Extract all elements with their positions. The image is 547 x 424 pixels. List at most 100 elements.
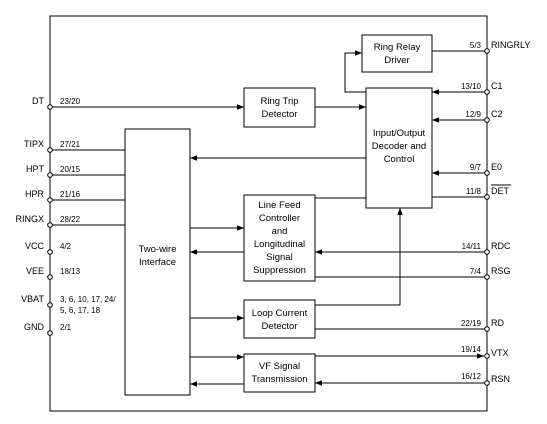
pin-e0: 9/7 E0 [470,162,502,176]
ring-trip-line-1: Ring Trip [260,96,298,107]
io-decoder-line-1: Input/Output [373,128,426,139]
ring-relay-line-1: Ring Relay [374,42,421,53]
pin-vcc-number: 4/2 [60,242,72,251]
right-pins: 5/3 RINGRLY 13/10 C1 12/9 C2 9/7 E0 11/8… [461,40,530,386]
svg-text:VF Signal: VF Signal [259,361,300,372]
pin-vtx-number: 19/14 [461,345,482,354]
pin-vcc-label: VCC [25,241,45,251]
pin-dt-label: DT [32,96,44,106]
vf-signal-line-2: Transmission [251,374,307,385]
pin-ringrly-number: 5/3 [470,41,482,50]
pin-e0-number: 9/7 [470,163,482,172]
pin-vbat-number-line-2: 5, 6, 17, 18 [60,306,101,315]
pin-hpt-number: 20/15 [60,165,81,174]
pin-rsg-terminal [484,274,490,280]
pin-rsg-label: RSG [491,266,511,276]
pin-e0-label: E0 [491,162,502,172]
pin-det-terminal [484,194,490,200]
pin-vee-number: 18/13 [60,267,81,276]
pin-e0-terminal [484,170,490,176]
pin-rd-label: RD [491,318,504,328]
pin-hpr-label: HPR [25,189,45,199]
pin-det-label: DET [491,186,510,196]
pin-rsn-terminal [484,380,490,386]
pin-gnd-label: GND [24,322,45,332]
pin-vee-terminal [47,274,53,280]
svg-text:Line Feed: Line Feed [258,200,300,211]
pin-c2: 12/9 C2 [465,109,503,123]
vf-signal-line-1: VF Signal [259,361,300,372]
pin-tipx-terminal [47,147,53,153]
loop-current-line-2: Detector [262,321,298,332]
io-decoder-line-3: Control [384,154,415,165]
pin-vbat-label: VBAT [21,294,44,304]
pin-det-number: 11/8 [466,187,482,196]
svg-text:Transmission: Transmission [251,374,307,385]
svg-text:Longitudinal: Longitudinal [254,239,305,250]
line-feed-controller-block: Line Feed Controller and Longitudinal Si… [243,194,316,282]
ring-relay-driver-block: Ring Relay Driver [361,34,433,73]
pin-tipx-number: 27/21 [60,140,81,149]
pin-hpr-number: 21/16 [60,190,81,199]
chip-outline [49,15,488,412]
pin-rd-number: 22/19 [461,319,482,328]
pin-vbat: VBAT 3, 6, 10, 17, 24/ 5, 6, 17, 18 [21,294,116,315]
pin-hpt-terminal [47,172,53,178]
pin-dt-terminal [47,104,53,110]
pin-rdc-label: RDC [491,241,511,251]
pin-vee: VEE 18/13 [26,266,81,280]
pin-ringx-terminal [47,222,53,228]
pin-c2-terminal [484,117,490,123]
pin-ringx-number: 28/22 [60,215,81,224]
svg-text:Driver: Driver [384,55,409,66]
svg-text:Ring Trip: Ring Trip [260,96,298,107]
pin-hpr-terminal [47,197,53,203]
pin-vbat-number-line-1: 3, 6, 10, 17, 24/ [60,295,116,304]
pin-gnd: GND 2/1 [24,322,72,336]
pin-ringrly-terminal [484,48,490,54]
pin-det: 11/8 DET [466,184,511,200]
loop-current-detector-block: Loop Current Detector [243,299,316,339]
svg-text:Ring Relay: Ring Relay [374,42,421,53]
pin-vtx-label: VTX [491,348,509,358]
svg-text:Detector: Detector [262,109,298,120]
pin-ringrly: 5/3 RINGRLY [470,40,530,54]
pin-hpt-label: HPT [26,164,45,174]
pin-vtx: 19/14 VTX [461,345,509,359]
svg-text:Control: Control [384,154,415,165]
pin-rsn-label: RSN [491,374,510,384]
pin-hpr: HPR 21/16 [25,189,81,203]
ring-relay-line-2: Driver [384,55,409,66]
pin-rd-terminal [484,326,490,332]
ring-trip-line-2: Detector [262,109,298,120]
pin-rsn-number: 16/12 [461,372,482,381]
pin-c1-number: 13/10 [461,82,482,91]
two-wire-line-1: Two-wire [138,244,176,255]
io-decoder-line-2: Decoder and [372,141,426,152]
pin-gnd-number: 2/1 [60,323,72,332]
pin-ringrly-label: RINGRLY [491,40,530,50]
left-pins: DT 23/20 TIPX 27/21 HPT 20/15 HPR 21/16 … [15,96,116,336]
svg-text:Controller: Controller [259,213,300,224]
pin-vcc-terminal [47,249,53,255]
svg-text:Two-wire: Two-wire [138,244,176,255]
svg-text:and: and [272,226,288,237]
pin-vbat-terminal [47,302,53,308]
pin-rdc-terminal [484,249,490,255]
loop-current-line-1: Loop Current [252,308,308,319]
vf-signal-transmission-block: VF Signal Transmission [243,353,316,393]
svg-text:Interface: Interface [139,257,176,268]
line-feed-line-6: Suppression [253,265,306,276]
pin-c1-label: C1 [491,81,503,91]
pin-dt-number: 23/20 [60,97,81,106]
pin-rsg-number: 7/4 [470,267,482,276]
svg-text:Detector: Detector [262,321,298,332]
line-feed-line-3: and [272,226,288,237]
line-feed-line-4: Longitudinal [254,239,305,250]
svg-text:Signal: Signal [266,252,292,263]
io-decoder-control-block: Input/Output Decoder and Control [365,87,433,209]
line-feed-line-2: Controller [259,213,300,224]
pin-vtx-terminal [484,353,490,359]
connections [52,50,485,387]
